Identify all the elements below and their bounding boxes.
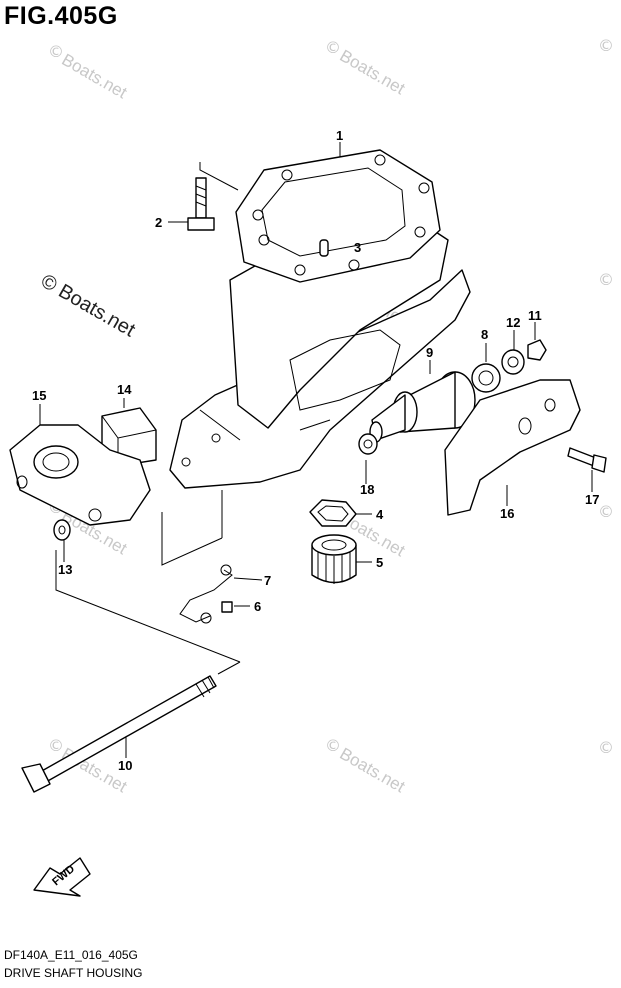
diagram-code: DF140A_E11_016_405G xyxy=(4,948,138,962)
callout-10: 10 xyxy=(118,758,132,773)
mount-cover xyxy=(444,379,581,516)
lower-mount-bracket xyxy=(9,424,151,526)
copyright-icon: © xyxy=(48,736,64,755)
cover-bolt xyxy=(567,447,607,473)
lower-washer xyxy=(53,519,71,541)
callout-labels: 1 2 3 4 5 6 7 8 9 10 11 12 13 14 15 16 1… xyxy=(32,128,599,773)
callout-12: 12 xyxy=(506,315,520,330)
mount-bushing xyxy=(369,371,476,443)
o-ring xyxy=(309,499,357,527)
small-washer xyxy=(358,433,378,455)
copyright-icon: © xyxy=(598,502,614,521)
roller-bearing xyxy=(311,534,357,584)
callout-18: 18 xyxy=(360,482,374,497)
through-bolt xyxy=(21,675,217,793)
callout-11: 11 xyxy=(528,308,542,323)
callout-15: 15 xyxy=(32,388,46,403)
callout-2: 2 xyxy=(155,215,162,230)
copyright-icon: © xyxy=(598,738,614,757)
callout-4: 4 xyxy=(376,507,384,522)
copyright-icon: © xyxy=(598,36,614,55)
housing-bolt xyxy=(187,177,215,231)
callout-17: 17 xyxy=(585,492,599,507)
callout-8: 8 xyxy=(481,327,488,342)
callout-6: 6 xyxy=(254,599,261,614)
copyright-icon: © xyxy=(325,736,341,755)
fwd-arrow-icon: FWD xyxy=(33,857,91,897)
ground-wire xyxy=(179,564,233,624)
callout-9: 9 xyxy=(426,345,433,360)
washer-set xyxy=(471,339,547,393)
copyright-icon: © xyxy=(598,270,614,289)
drive-shaft-housing xyxy=(169,149,471,489)
callout-16: 16 xyxy=(500,506,514,521)
copyright-icon: © xyxy=(48,42,64,61)
callout-13: 13 xyxy=(58,562,72,577)
callout-7: 7 xyxy=(264,573,271,588)
callout-3: 3 xyxy=(354,240,361,255)
diagram-caption: DRIVE SHAFT HOUSING xyxy=(4,966,143,980)
callout-1: 1 xyxy=(336,128,343,143)
figure-title: FIG.405G xyxy=(4,2,118,30)
copyright-icon: © xyxy=(325,38,341,57)
callout-5: 5 xyxy=(376,555,383,570)
callout-14: 14 xyxy=(117,382,132,397)
